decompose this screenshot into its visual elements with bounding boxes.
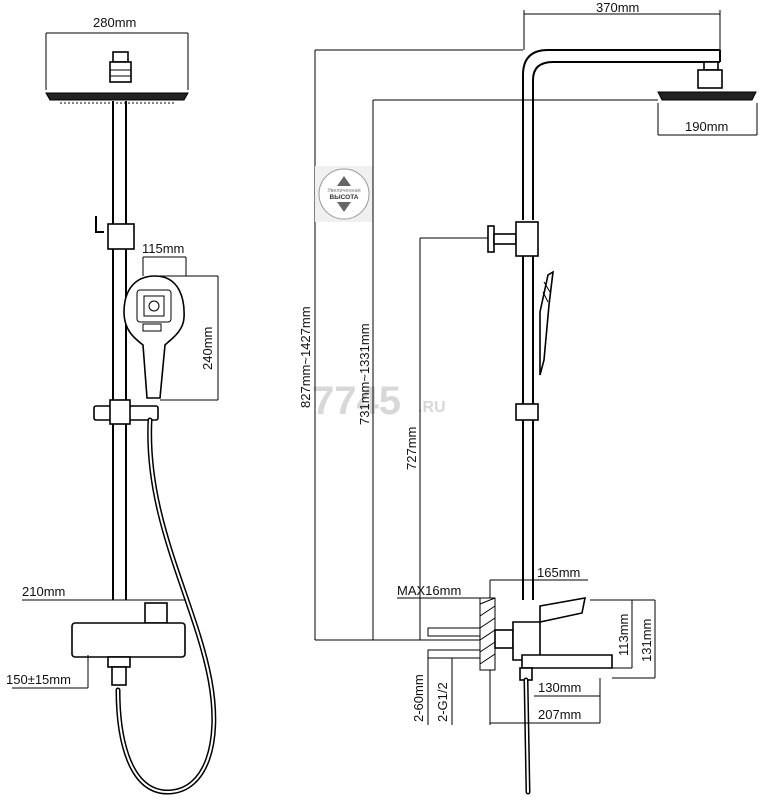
dim-total-height: 827mm~1427mm <box>298 306 313 408</box>
hand-shower-front <box>123 275 185 399</box>
badge-line-2: ВЫСОТА <box>330 194 359 201</box>
dim-spout-length: 130mm <box>538 680 581 695</box>
dim-shower-head-width-front: 280mm <box>93 15 136 30</box>
wall-section <box>427 597 496 671</box>
shower-arm-side <box>522 49 757 220</box>
thermostatic-mixer-front <box>71 602 186 686</box>
hook-holder-front <box>95 216 135 250</box>
riser-pipe-front <box>112 101 127 600</box>
hook-holder-side <box>487 221 539 257</box>
dim-shower-head-width-side: 190mm <box>685 119 728 134</box>
dim-handshower-height: 240mm <box>200 327 215 370</box>
slider-side <box>515 403 539 421</box>
extended-height-badge: Увеличенная ВЫСОТА <box>318 168 370 220</box>
dim-wall-max: MAX16mm <box>397 583 461 598</box>
side-view: 370mm 190mm 827mm~1427mm 731mm~1331mm 72… <box>298 0 758 795</box>
dim-connection-2: 2-G1/2 <box>435 682 450 722</box>
dim-mixer-depth: 165mm <box>537 565 580 580</box>
watermark-logo: 7745 <box>312 379 401 423</box>
front-view: 280mm <box>6 15 219 795</box>
dim-connection-1: 2-60mm <box>411 674 426 722</box>
dim-total-spout: 207mm <box>538 707 581 722</box>
dim-spout-height-2: 131mm <box>639 619 654 662</box>
dim-head-height: 731mm~1331mm <box>357 323 372 425</box>
slider-front <box>93 399 159 425</box>
hand-shower-side <box>539 270 554 376</box>
dim-arm-length: 370mm <box>596 0 639 15</box>
mixer-side <box>494 597 613 681</box>
hose-front <box>115 417 217 795</box>
dim-mixer-width-front: 210mm <box>22 584 65 599</box>
rain-shower-head-front <box>45 51 189 104</box>
arrow-down-icon <box>337 202 351 212</box>
arrow-up-icon <box>337 176 351 186</box>
dim-connection-spacing: 150±15mm <box>6 672 71 687</box>
dim-handshower-width: 115mm <box>142 241 184 256</box>
watermark-suffix: .RU <box>418 399 446 416</box>
dim-holder-height: 727mm <box>404 427 419 470</box>
badge-line-1: Увеличенная <box>327 188 360 194</box>
dim-spout-height-1: 113mm <box>616 614 631 656</box>
